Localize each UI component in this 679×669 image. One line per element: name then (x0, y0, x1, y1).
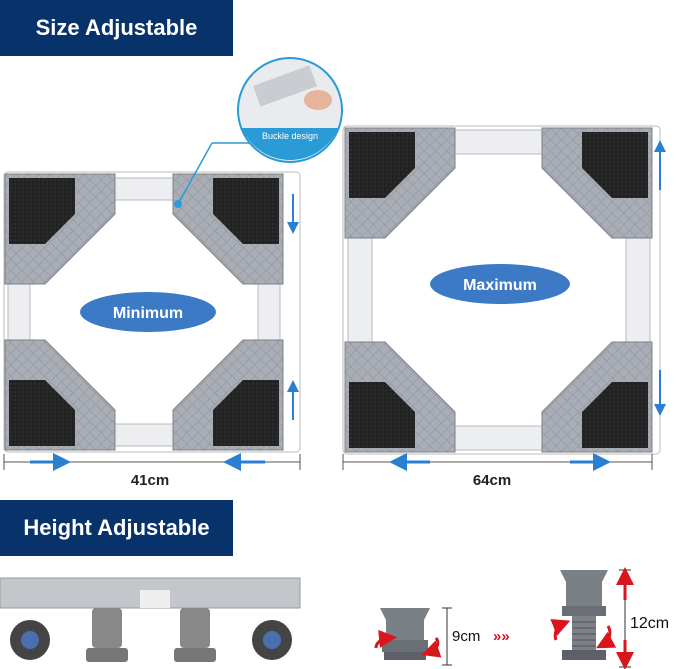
chevrons-icon: »» (493, 628, 510, 645)
maximum-label: Maximum (463, 277, 537, 294)
foot-short: 9cm (374, 607, 480, 666)
height-adjustable-title: Height Adjustable (23, 515, 210, 540)
maximum-frame (342, 125, 661, 455)
max-height-label: 12cm (630, 615, 669, 632)
height-adjustable-banner: Height Adjustable (0, 500, 233, 556)
maximum-pill (430, 264, 570, 304)
minimum-label: Minimum (113, 305, 183, 322)
buckle-design-label: Buckle design (262, 131, 318, 141)
minimum-frame (3, 171, 301, 453)
max-width-label: 64cm (473, 472, 511, 489)
foot-tall: 12cm (550, 567, 669, 669)
min-height-label: 9cm (452, 628, 480, 645)
minimum-pill (80, 292, 216, 332)
buckle-design-callout: Buckle design (174, 57, 343, 208)
size-adjustable-title: Size Adjustable (35, 15, 198, 40)
min-width-dimension: 41cm (3, 453, 301, 489)
max-width-dimension: 64cm (342, 453, 653, 489)
min-width-label: 41cm (131, 472, 169, 489)
base-side-view (0, 577, 301, 662)
size-adjustable-banner: Size Adjustable (0, 0, 233, 56)
